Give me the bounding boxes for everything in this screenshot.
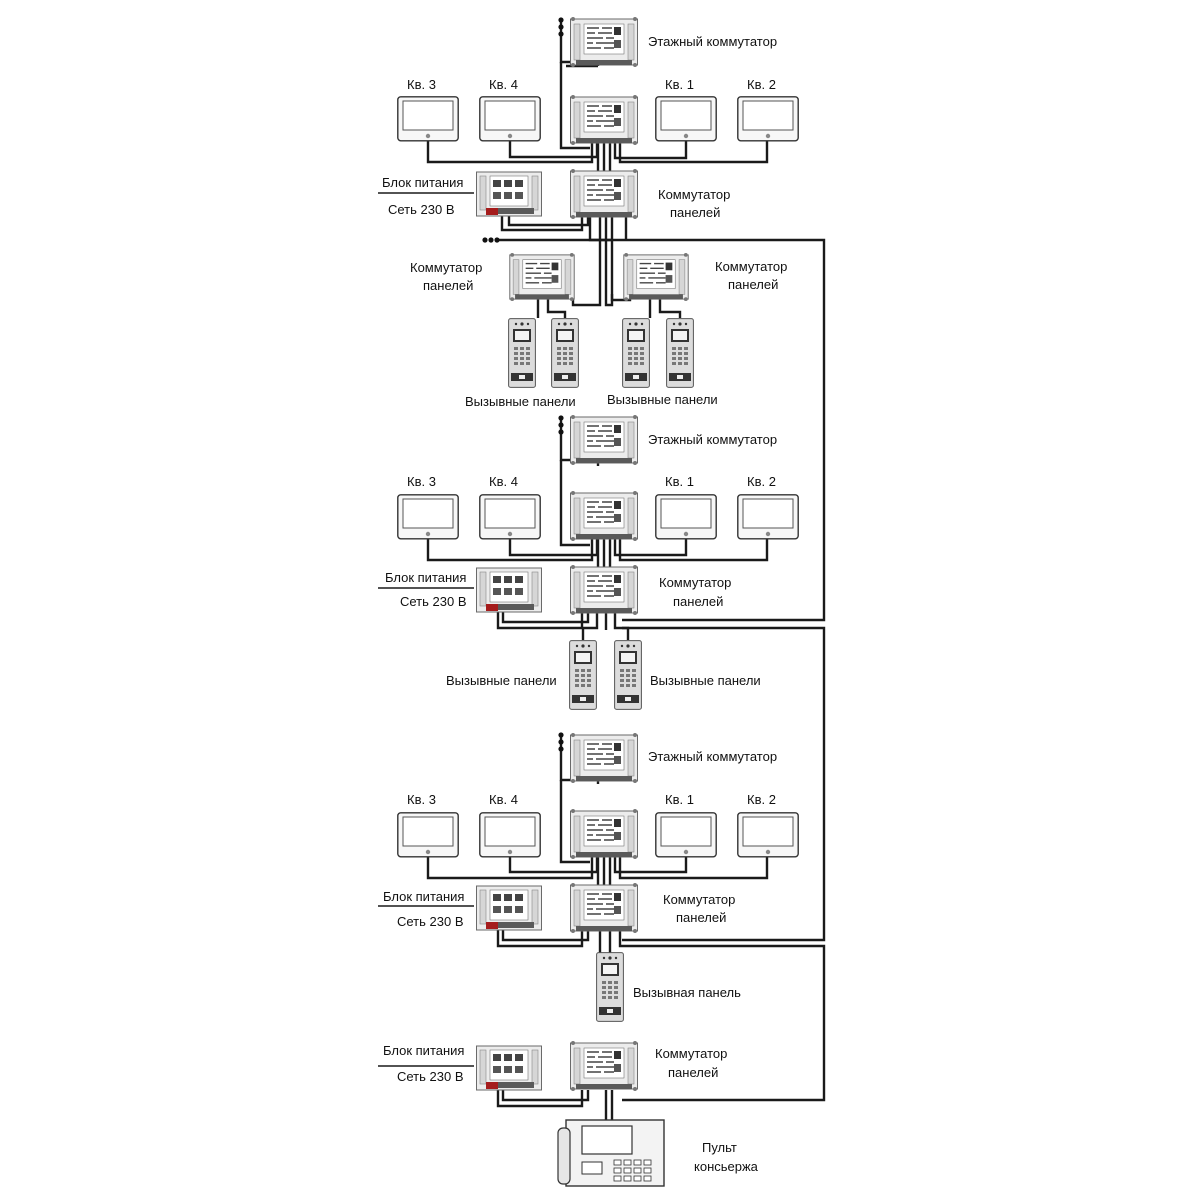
floor-switch-3 [570, 732, 638, 784]
call-panels-label-2: Вызывные панели [607, 392, 718, 407]
apt3-label-1: Кв. 3 [407, 77, 436, 92]
panel-switch-1 [570, 168, 638, 220]
panel-switch-label-5b: панелей [676, 910, 726, 925]
call-panel-1d [666, 318, 694, 388]
call-panel-1a [508, 318, 536, 388]
panel-switch-label-2b: панелей [423, 278, 473, 293]
apartment-switch-3 [570, 808, 638, 860]
monitor-apt2-2 [737, 494, 799, 540]
apt1-label-1: Кв. 1 [665, 77, 694, 92]
apt3-label-2: Кв. 3 [407, 474, 436, 489]
power-unit-2 [476, 567, 542, 613]
monitor-apt1-1 [655, 96, 717, 142]
panel-switch-label-3b: панелей [728, 277, 778, 292]
monitor-apt4-1 [479, 96, 541, 142]
panel-switch-3 [570, 882, 638, 934]
call-panels-label-1: Вызывные панели [465, 394, 576, 409]
call-panel-3 [596, 952, 624, 1022]
apt1-label-3: Кв. 1 [665, 792, 694, 807]
monitor-apt1-3 [655, 812, 717, 858]
monitor-apt2-3 [737, 812, 799, 858]
mains-label-3: Сеть 230 В [397, 914, 464, 929]
apt4-label-3: Кв. 4 [489, 792, 518, 807]
monitor-apt3-1 [397, 96, 459, 142]
panel-switch-4 [570, 1040, 638, 1092]
call-panels-label-4: Вызывные панели [650, 673, 761, 688]
panel-switch-label-6b: панелей [668, 1065, 718, 1080]
call-panels-label-3: Вызывные панели [446, 673, 557, 688]
panel-switch-label-1b: панелей [670, 205, 720, 220]
floor-switch-label-1: Этажный коммутатор [648, 34, 777, 49]
monitor-apt3-3 [397, 812, 459, 858]
monitor-apt4-3 [479, 812, 541, 858]
power-unit-label-3: Блок питания [383, 889, 464, 904]
apartment-switch-2 [570, 490, 638, 542]
apt1-label-2: Кв. 1 [665, 474, 694, 489]
panel-switch-2 [570, 564, 638, 616]
call-panel-1c [622, 318, 650, 388]
power-unit-label-2: Блок питания [385, 570, 466, 585]
power-unit-4 [476, 1045, 542, 1091]
apt2-label-3: Кв. 2 [747, 792, 776, 807]
power-unit-label-4: Блок питания [383, 1043, 464, 1058]
monitor-apt4-2 [479, 494, 541, 540]
floor-switch-1 [570, 16, 638, 68]
panel-switch-label-5a: Коммутатор [663, 892, 735, 907]
panel-switch-label-1a: Коммутатор [658, 187, 730, 202]
mains-label-1: Сеть 230 В [388, 202, 455, 217]
monitor-apt2-1 [737, 96, 799, 142]
panel-switch-label-2a: Коммутатор [410, 260, 482, 275]
concierge-label-1: Пульт [702, 1140, 737, 1155]
concierge-console [557, 1119, 665, 1187]
monitor-apt1-2 [655, 494, 717, 540]
panel-switch-1b [623, 252, 689, 302]
floor-switch-2 [570, 414, 638, 466]
call-panel-1b [551, 318, 579, 388]
floor-switch-label-2: Этажный коммутатор [648, 432, 777, 447]
panel-switch-label-4b: панелей [673, 594, 723, 609]
mains-label-2: Сеть 230 В [400, 594, 467, 609]
apt4-label-1: Кв. 4 [489, 77, 518, 92]
floor-switch-label-3: Этажный коммутатор [648, 749, 777, 764]
call-panel-2b [614, 640, 642, 710]
labels: Этажный коммутатор Кв. 3 Кв. 4 Кв. 1 Кв.… [382, 34, 787, 1174]
panel-switch-label-6a: Коммутатор [655, 1046, 727, 1061]
mains-label-4: Сеть 230 В [397, 1069, 464, 1084]
apt4-label-2: Кв. 4 [489, 474, 518, 489]
power-unit-1 [476, 171, 542, 217]
concierge-label-2: консьержа [694, 1159, 759, 1174]
panel-switch-label-3a: Коммутатор [715, 259, 787, 274]
apartment-switch-1 [570, 94, 638, 146]
panel-switch-label-4a: Коммутатор [659, 575, 731, 590]
panel-switch-1a [509, 252, 575, 302]
power-unit-3 [476, 885, 542, 931]
monitor-apt3-2 [397, 494, 459, 540]
continuation-dots [482, 17, 564, 752]
apt2-label-1: Кв. 2 [747, 77, 776, 92]
call-panel-2a [569, 640, 597, 710]
apt2-label-2: Кв. 2 [747, 474, 776, 489]
call-panel-label: Вызывная панель [633, 985, 741, 1000]
power-unit-label-1: Блок питания [382, 175, 463, 190]
apt3-label-3: Кв. 3 [407, 792, 436, 807]
